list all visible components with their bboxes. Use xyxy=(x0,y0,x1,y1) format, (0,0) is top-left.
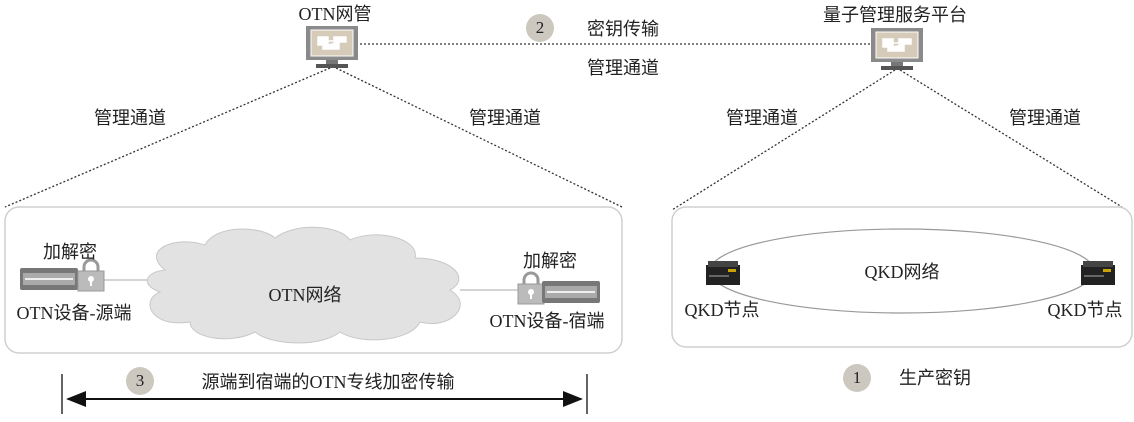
source-crypto-label: 加解密 xyxy=(43,242,97,262)
channel-label: 管理通道 xyxy=(469,108,541,128)
otn-manager-label: OTN网管 xyxy=(298,4,372,24)
otn-manager-monitor-icon xyxy=(305,25,359,69)
channel-line-qkd-right xyxy=(899,69,1123,208)
step-3-label: 源端到宿端的OTN专线加密传输 xyxy=(201,372,455,392)
channel-label: 管理通道 xyxy=(94,108,166,128)
management-channel-lines xyxy=(4,43,1123,211)
otn-cloud-label: OTN网络 xyxy=(268,285,342,305)
qkd-network-label: QKD网络 xyxy=(864,262,940,282)
source-device-label: OTN设备-源端 xyxy=(16,303,132,323)
source-otn-device-icon xyxy=(19,267,79,291)
channel-label: 管理通道 xyxy=(726,108,798,128)
step-1-label: 生产密钥 xyxy=(899,368,971,388)
channel-line-left xyxy=(4,67,331,208)
channel-line-qkd-left xyxy=(671,69,896,211)
step-3-badge: 3 xyxy=(126,367,154,395)
qkd-node-icon-left xyxy=(705,260,741,286)
otn-cloud-icon xyxy=(147,226,461,344)
channel-label: 管理通道 xyxy=(1009,108,1081,128)
qkd-network-box xyxy=(671,206,1133,348)
sink-device-label: OTN设备-宿端 xyxy=(489,311,605,331)
qkd-node-label: QKD节点 xyxy=(684,300,760,320)
sink-otn-device-icon xyxy=(541,280,601,304)
step-2-badge: 2 xyxy=(526,14,554,42)
qkd-node-icon-right xyxy=(1080,260,1116,286)
key-transfer-label: 密钥传输 xyxy=(587,19,659,39)
sink-crypto-label: 加解密 xyxy=(523,251,577,271)
key-transfer-channel-label: 管理通道 xyxy=(587,58,659,78)
qkd-node-label: QKD节点 xyxy=(1047,300,1123,320)
quantum-platform-monitor-icon xyxy=(870,27,924,71)
step-1-badge: 1 xyxy=(843,364,871,392)
channel-line-right xyxy=(335,67,623,208)
quantum-platform-label: 量子管理服务平台 xyxy=(823,5,967,25)
